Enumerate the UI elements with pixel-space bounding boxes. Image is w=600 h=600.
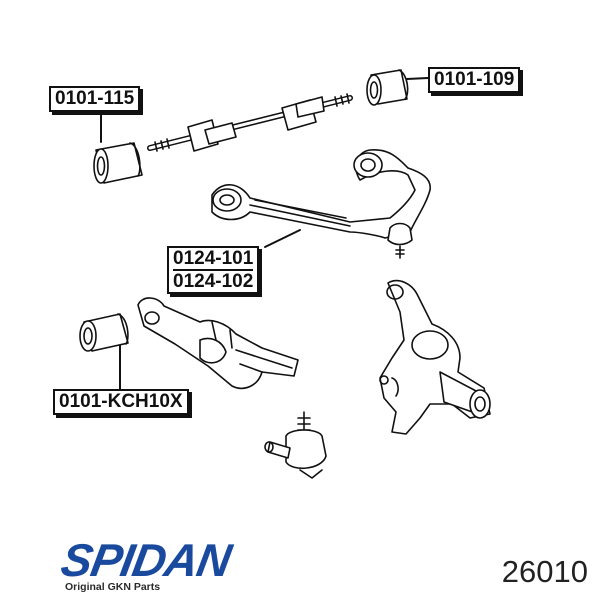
- label-0101-115: 0101-115: [49, 86, 141, 112]
- label-0101-KCH10X: 0101-KCH10X: [53, 389, 189, 415]
- label-0124-102: 0124-102: [173, 269, 254, 292]
- label-0124-101: 0124-101: [173, 248, 254, 269]
- steering-knuckle: [379, 279, 491, 435]
- label-0101-109: 0101-109: [428, 67, 521, 93]
- bushing-0101-KCH10X: [79, 313, 129, 390]
- label-0124: 0124-101 0124-102: [167, 246, 260, 294]
- part-number: 26010: [501, 554, 588, 589]
- lower-bracket: [137, 297, 299, 390]
- bushing-0101-115: [93, 110, 143, 184]
- threaded-shaft: [147, 93, 353, 152]
- upper-control-arm: [211, 149, 431, 259]
- bushing-0101-109: [366, 69, 429, 106]
- lower-ball-joint: [264, 411, 327, 479]
- brand-name: SPIDAN: [57, 534, 235, 586]
- brand-logo: SPIDAN Original GKN Parts: [57, 534, 234, 593]
- brand-tagline: Original GKN Parts: [65, 581, 161, 593]
